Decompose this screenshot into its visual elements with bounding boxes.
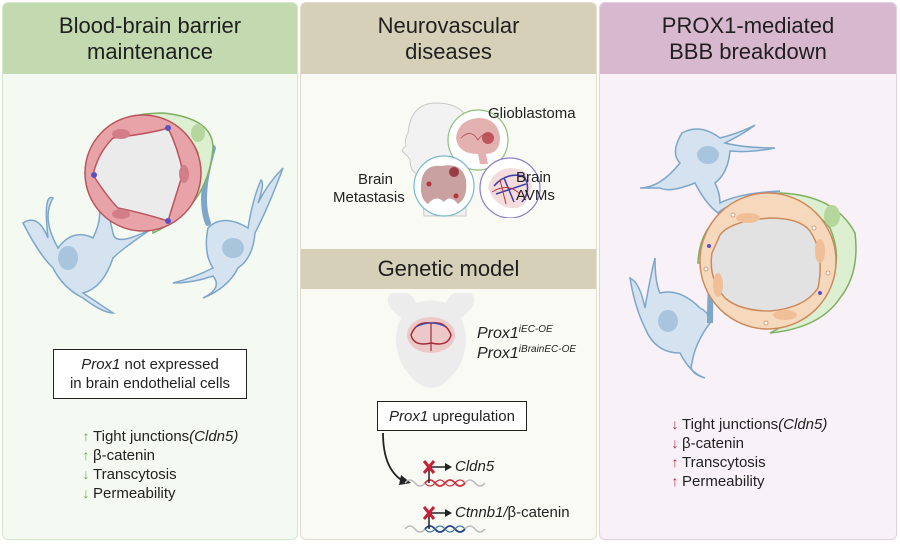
panel-bbb-maintenance: Blood-brain barrier maintenance Prox1 no…	[2, 2, 298, 540]
glioblastoma-brain-icon	[447, 109, 509, 171]
panel-neurovascular-diseases: Neurovascular diseases Glioblastoma Brai…	[300, 2, 597, 540]
effect-label: β-catenin	[682, 435, 744, 452]
panel-header: PROX1-mediated BBB breakdown	[600, 3, 896, 74]
glioblastoma-label: Glioblastoma	[488, 105, 576, 122]
effect-row: ↓Permeability	[81, 484, 238, 503]
vessel-lumen	[710, 217, 821, 312]
leaky-vessel-illustration	[629, 124, 857, 379]
effect-label: Tight junctions	[93, 428, 190, 445]
gene-repression-diagram	[382, 432, 486, 533]
effect-row: ↑Permeability	[670, 472, 827, 491]
protein-name: β-catenin	[507, 504, 570, 521]
label-line: Brain	[516, 169, 552, 186]
transcytosis-vesicle-icon	[703, 212, 831, 326]
gene-name: Cldn5	[455, 458, 495, 475]
panel-header: Neurovascular diseases	[301, 3, 596, 74]
panel-header: Blood-brain barrier maintenance	[3, 3, 297, 74]
box-text: not expressed	[120, 356, 219, 373]
panel-title-line2: BBB breakdown	[669, 38, 827, 64]
gene-superscript: iBrainEC-OE	[518, 344, 577, 355]
prox1-gene-label: Prox1	[389, 407, 429, 425]
panel-title-line2: maintenance	[87, 38, 213, 64]
gene-name: Ctnnb1/	[455, 504, 508, 521]
effect-label: Tight junctions	[682, 416, 779, 433]
arrow-down-icon: ↓	[82, 466, 90, 482]
effect-row: ↓Transcytosis	[81, 465, 238, 484]
curved-arrow-icon	[382, 432, 404, 482]
effect-row: ↓β-catenin	[670, 434, 827, 453]
mouse-brain-icon	[407, 317, 455, 353]
astrocyte-icon	[172, 145, 284, 299]
prox1-gene-label: Prox1	[81, 356, 121, 373]
dna-strand-icon	[404, 525, 486, 533]
arrow-up-icon: ↑	[82, 428, 90, 444]
effect-label: Permeability	[682, 473, 765, 490]
arrow-up-icon: ↑	[82, 447, 90, 463]
genetic-model-header: Genetic model	[301, 249, 596, 289]
effect-label: Permeability	[93, 485, 176, 502]
prox1-upregulation-box: Prox1 upregulation	[377, 401, 527, 431]
effect-label: Transcytosis	[682, 454, 766, 471]
gene-superscript: iEC-OE	[518, 324, 553, 335]
disease-illustration	[401, 102, 541, 218]
model-prox1-ibrainec-oe: Prox1iBrainEC-OE	[477, 341, 576, 363]
effect-label: Transcytosis	[93, 466, 177, 483]
model-prox1-iec-oe: Prox1iEC-OE	[477, 321, 553, 343]
arrow-up-icon: ↑	[671, 473, 679, 489]
target-cldn5: Cldn5	[455, 458, 494, 476]
panel-title-line1: Neurovascular	[377, 12, 520, 38]
arrow-down-icon: ↓	[671, 435, 679, 451]
effect-row: ↑Transcytosis	[670, 453, 827, 472]
gene-name: Prox1	[477, 345, 519, 362]
panel-bbb-breakdown: PROX1-mediated BBB breakdown ↓Tight junc…	[599, 2, 897, 540]
avm-brain-icon	[479, 157, 541, 218]
healthy-vessel-illustration	[22, 112, 284, 314]
effect-row: ↓Tight junctions (Cldn5)	[670, 415, 828, 434]
blocked-transcription-icon	[422, 506, 452, 529]
panel-title-line2: diseases	[405, 38, 492, 64]
arrow-down-icon: ↓	[82, 485, 90, 501]
label-line: Metastasis	[333, 189, 405, 206]
effect-gene: (Cldn5)	[189, 428, 239, 445]
prox1-not-expressed-box: Prox1 not expressed in brain endothelial…	[53, 349, 247, 399]
arrow-up-icon: ↑	[671, 454, 679, 470]
brain-avms-label: Brain AVMs	[516, 169, 555, 205]
dna-strand-icon	[404, 479, 486, 487]
blocked-transcription-icon	[422, 460, 452, 483]
arrow-down-icon: ↓	[671, 416, 679, 432]
box-text-line2: in brain endothelial cells	[69, 375, 231, 392]
astrocyte-icon	[639, 124, 781, 214]
breakdown-effects-list: ↓Tight junctions (Cldn5) ↓β-catenin ↑Tra…	[670, 415, 828, 491]
panel-title-line1: Blood-brain barrier	[58, 12, 242, 38]
brain-metastasis-label: Brain Metastasis	[333, 171, 405, 207]
label-line: AVMs	[516, 187, 555, 204]
panel-title-line1: PROX1-mediated	[661, 12, 835, 38]
tight-junction-icon	[91, 125, 171, 224]
box-text: upregulation	[428, 407, 515, 425]
astrocyte-icon	[22, 196, 154, 314]
effect-gene: (Cldn5)	[778, 416, 828, 433]
tight-junction-icon	[707, 244, 822, 295]
metastasis-brain-icon	[413, 155, 475, 217]
effect-row: ↑β-catenin	[81, 446, 238, 465]
target-ctnnb1: Ctnnb1/β-catenin	[455, 504, 570, 522]
effect-label: β-catenin	[93, 447, 155, 464]
mouse-model-illustration	[387, 293, 475, 388]
healthy-effects-list: ↑Tight junctions (Cldn5) ↑β-catenin ↓Tra…	[81, 427, 239, 503]
effect-row: ↑Tight junctions (Cldn5)	[81, 427, 239, 446]
gene-name: Prox1	[477, 325, 519, 342]
label-line: Brain	[357, 171, 393, 188]
